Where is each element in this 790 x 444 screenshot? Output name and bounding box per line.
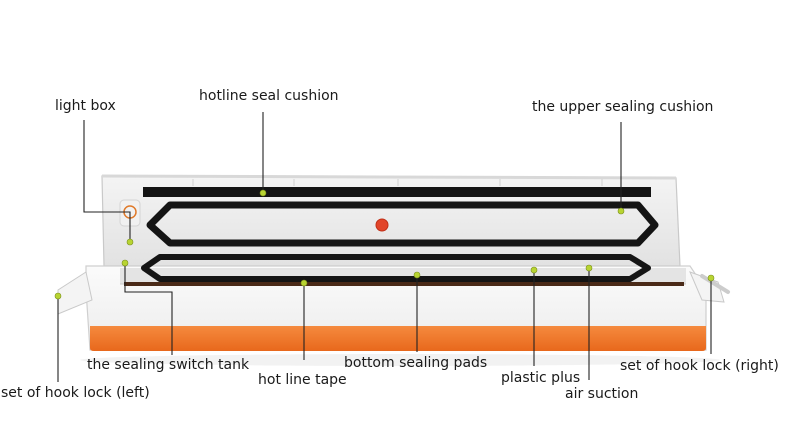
label-plastic-plus: plastic plus (501, 370, 581, 386)
hotline-seal-cushion (143, 187, 651, 197)
marker-hotline-seal-cushion (259, 189, 267, 197)
label-hot-line-tape: hot line tape (258, 372, 347, 388)
label-hook-lock-left: set of hook lock (left) (1, 385, 150, 401)
upper-sealing-cushion (146, 201, 659, 247)
red-indicator-knob (375, 218, 389, 232)
label-light-box: light box (55, 98, 116, 114)
marker-plastic-plus (530, 266, 538, 274)
leader-lines (57, 112, 712, 382)
marker-light-box (126, 238, 134, 246)
marker-hot-line-tape (300, 279, 308, 287)
callout-markers (54, 189, 715, 300)
label-hotline-seal-cushion: hotline seal cushion (199, 88, 339, 104)
marker-hook-lock-left (54, 292, 62, 300)
marker-bottom-sealing-pads (413, 271, 421, 279)
label-bottom-sealing-pads: bottom sealing pads (344, 355, 488, 371)
orange-accent-strip (90, 326, 706, 351)
label-hook-lock-right: set of hook lock (right) (620, 358, 779, 374)
label-upper-sealing-cushion: the upper sealing cushion (532, 99, 714, 115)
bottom-sealing-pads (141, 254, 651, 282)
marker-upper-sealing-cushion (617, 207, 625, 215)
label-air-suction: air suction (565, 386, 639, 402)
hot-line-tape (124, 282, 684, 286)
marker-sealing-switch-tank (121, 259, 129, 267)
label-sealing-switch-tank: the sealing switch tank (87, 357, 250, 373)
marker-hook-lock-right (707, 274, 715, 282)
marker-air-suction (585, 264, 593, 272)
